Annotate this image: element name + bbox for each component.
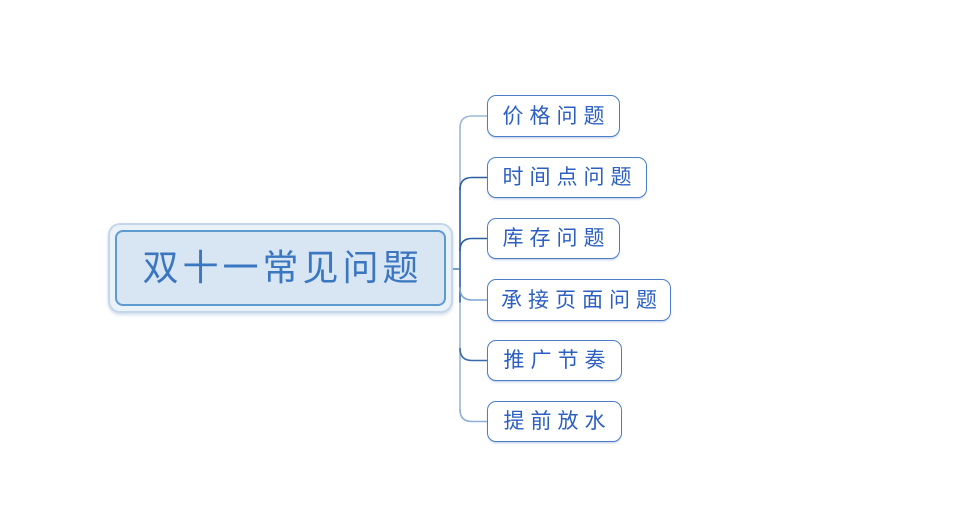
child-node-timing-issue[interactable]: 时间点问题 [487,157,647,198]
child-node-landing-page-issue[interactable]: 承接页面问题 [487,279,671,321]
child-node-label: 承接页面问题 [501,287,663,312]
connector-branch-6 [459,408,488,423]
child-node-label: 推广节奏 [503,348,612,372]
root-node-label: 双十一常见问题 [142,248,423,288]
connector-branch-4 [459,287,488,301]
child-node-label: 价格问题 [502,103,611,128]
child-node-price-issue[interactable]: 价格问题 [487,95,620,137]
root-node[interactable]: 双十一常见问题 [108,223,453,313]
child-node-label: 库存问题 [502,226,611,250]
connector-branch-2 [459,176,488,191]
child-node-label: 提前放水 [503,409,612,433]
child-node-inventory-issue[interactable]: 库存问题 [487,218,620,259]
child-node-promotion-pace[interactable]: 推广节奏 [487,340,622,381]
connector-branch-3 [459,237,488,252]
child-node-early-release[interactable]: 提前放水 [487,401,622,442]
connector-branch-5 [459,347,488,362]
connector-branch-1 [459,115,488,129]
root-node-inner: 双十一常见问题 [115,230,446,306]
child-node-label: 时间点问题 [502,165,638,189]
